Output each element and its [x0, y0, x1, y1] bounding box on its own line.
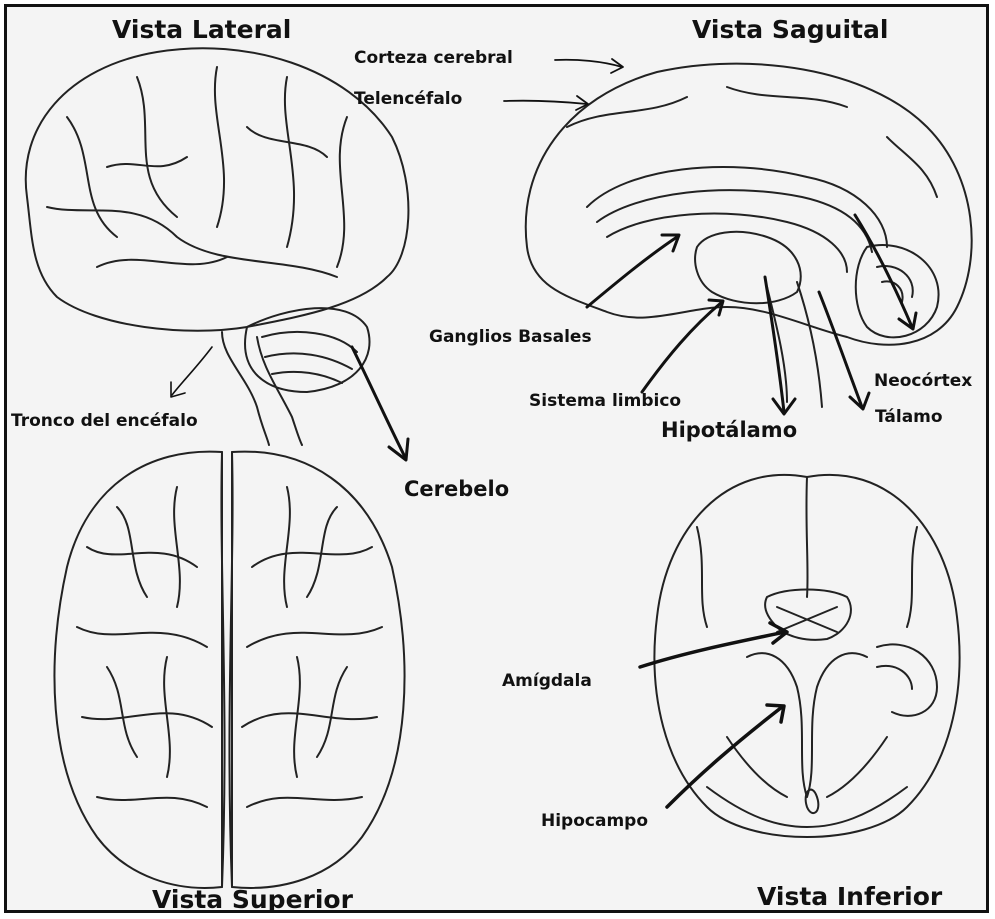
- lateral-brain-drawing: [26, 48, 409, 445]
- superior-brain-drawing: [55, 452, 405, 888]
- diagram-frame: Vista Lateral Vista Saguital Vista Super…: [4, 4, 989, 913]
- label-cerebelo: Cerebelo: [404, 479, 509, 500]
- cerebellum-shape: [245, 308, 369, 392]
- sagittal-brain-drawing: [526, 64, 972, 407]
- title-vista-sagital: Vista Saguital: [692, 17, 888, 42]
- label-talamo: Tálamo: [875, 409, 943, 426]
- brain-illustrations: [7, 7, 989, 913]
- arrow-telencefalo: [504, 96, 588, 110]
- label-tronco-del-encefalo: Tronco del encéfalo: [11, 413, 198, 430]
- label-telencefalo: Telencéfalo: [354, 91, 462, 108]
- arrow-hipocampo: [667, 705, 784, 807]
- label-sistema-limbico: Sistema limbico: [529, 393, 681, 410]
- title-vista-lateral: Vista Lateral: [112, 17, 291, 42]
- arrow-cerebelo: [352, 347, 408, 460]
- arrow-talamo: [819, 292, 869, 409]
- label-ganglios-basales: Ganglios Basales: [429, 329, 592, 346]
- title-vista-inferior: Vista Inferior: [757, 884, 942, 909]
- arrow-corteza: [555, 59, 623, 73]
- arrow-tronco: [171, 347, 212, 397]
- label-amigdala: Amígdala: [502, 673, 592, 690]
- inferior-brain-drawing: [654, 475, 959, 837]
- arrow-limbico: [642, 300, 723, 392]
- label-corteza-cerebral: Corteza cerebral: [354, 50, 513, 67]
- label-neocortex: Neocórtex: [874, 373, 972, 390]
- label-hipocampo: Hipocampo: [541, 813, 648, 830]
- title-vista-superior: Vista Superior: [152, 887, 353, 912]
- annotation-arrows: [171, 59, 916, 807]
- label-hipotalamo: Hipotálamo: [661, 420, 797, 441]
- arrow-ganglios: [587, 235, 679, 307]
- arrow-amigdala: [640, 623, 787, 667]
